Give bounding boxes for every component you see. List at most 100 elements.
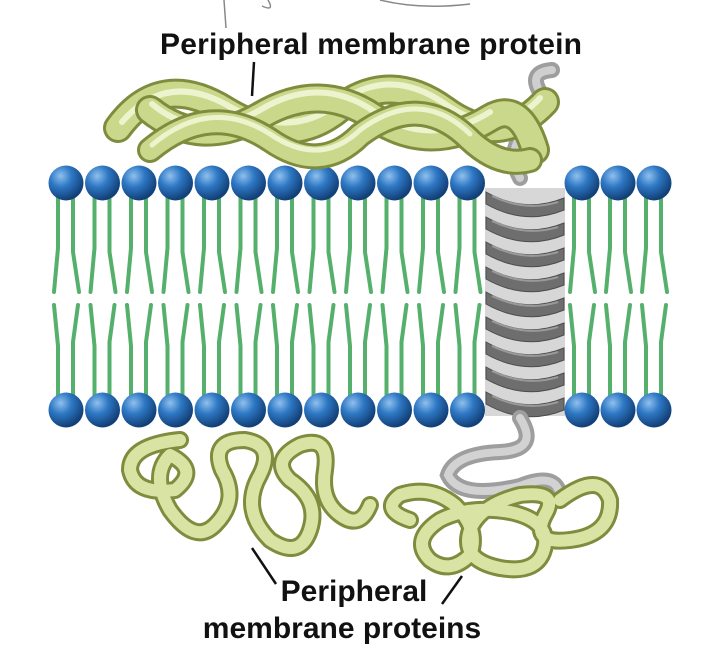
lipid-tail bbox=[217, 303, 226, 400]
integral-membrane-protein bbox=[439, 62, 568, 508]
top-protein-label: Peripheral membrane protein bbox=[160, 28, 583, 61]
lipid-head-lower bbox=[377, 392, 412, 428]
lipid-tail bbox=[217, 194, 227, 294]
lipid-head-upper bbox=[636, 165, 672, 201]
helix-highlight bbox=[491, 345, 559, 357]
lipid-tail bbox=[417, 303, 425, 400]
lipid-head-upper bbox=[304, 165, 339, 201]
lipid-tail bbox=[568, 303, 576, 400]
lipid-tail bbox=[623, 303, 632, 400]
lipid-head-upper bbox=[194, 165, 230, 201]
lipid-tail bbox=[253, 303, 263, 400]
lipid-head-lower bbox=[564, 392, 600, 428]
lipid-tail bbox=[587, 303, 596, 400]
lipid-head-upper bbox=[600, 165, 636, 201]
lipid-head-lower bbox=[450, 392, 485, 428]
helix-highlight bbox=[491, 220, 559, 232]
helix-highlight bbox=[491, 370, 559, 382]
lipid-tail bbox=[380, 303, 389, 400]
lipid-tail bbox=[71, 194, 81, 294]
pen-mark bbox=[223, 0, 471, 29]
helix-highlight bbox=[491, 295, 559, 307]
lipid-tail bbox=[623, 194, 633, 294]
lipid-tail bbox=[161, 303, 170, 400]
lipid-tail bbox=[326, 303, 336, 400]
lipid-head-lower bbox=[413, 392, 449, 428]
lipid-tail bbox=[144, 303, 153, 400]
lipid-head-lower bbox=[231, 392, 266, 428]
lipid-tail bbox=[659, 194, 669, 294]
lipid-tail bbox=[144, 194, 154, 294]
bottom-label-leader-right bbox=[440, 575, 464, 605]
lipid-tail bbox=[568, 194, 576, 294]
lipid-tail bbox=[604, 194, 612, 294]
lipid-tail bbox=[640, 303, 648, 400]
lipid-tail bbox=[234, 194, 243, 294]
lipid-tail bbox=[307, 194, 316, 294]
lipid-tail bbox=[52, 303, 60, 400]
lipid-tail bbox=[436, 303, 445, 400]
helix-highlight bbox=[491, 320, 559, 332]
lipid-tail bbox=[71, 303, 80, 400]
lipid-tail bbox=[161, 194, 170, 294]
lipid-head-lower bbox=[121, 392, 157, 428]
lipid-tail bbox=[198, 303, 206, 400]
lipid-head-upper bbox=[231, 165, 266, 201]
lipid-tail bbox=[344, 194, 352, 294]
lipid-head-upper bbox=[450, 165, 485, 201]
lipid-tail bbox=[253, 194, 264, 294]
lipid-tail bbox=[290, 303, 299, 400]
lipid-head-upper bbox=[340, 165, 376, 201]
lipid-tail bbox=[107, 194, 118, 294]
lipid-tails bbox=[52, 194, 669, 400]
bottom-label-leader-left bbox=[250, 547, 278, 585]
lipid-head-upper bbox=[267, 165, 303, 201]
peripheral-protein-bottom-right bbox=[383, 476, 620, 579]
lipid-heads bbox=[48, 165, 672, 428]
lipid-head-lower bbox=[85, 392, 120, 428]
lipid-head-lower bbox=[340, 392, 376, 428]
lipid-tail bbox=[52, 194, 60, 294]
lipid-tail bbox=[344, 303, 352, 400]
lipid-tail bbox=[399, 303, 409, 400]
top-label-leader bbox=[250, 61, 256, 97]
lipid-tail bbox=[234, 303, 243, 400]
lipid-tail bbox=[472, 194, 483, 294]
lipid-tail bbox=[472, 303, 482, 400]
lipid-tail bbox=[107, 303, 117, 400]
lipid-tail bbox=[125, 303, 133, 400]
lipid-tail bbox=[436, 194, 446, 294]
lipid-tail bbox=[640, 194, 648, 294]
helix-highlight bbox=[491, 245, 559, 257]
lipid-head-upper bbox=[85, 165, 120, 201]
bottom-proteins-label-line1: Peripheral bbox=[280, 575, 428, 608]
lipid-tail bbox=[198, 194, 206, 294]
helix-highlight bbox=[491, 270, 559, 282]
lipid-head-lower bbox=[158, 392, 193, 428]
peripheral-protein-bottom-left bbox=[121, 431, 379, 557]
lipid-tail bbox=[659, 303, 668, 400]
lipid-tail bbox=[180, 194, 191, 294]
lipid-tail bbox=[180, 303, 190, 400]
peripheral-protein-top bbox=[103, 74, 560, 175]
lipid-head-lower bbox=[48, 392, 84, 428]
lipid-tail bbox=[363, 194, 373, 294]
lipid-head-lower bbox=[267, 392, 303, 428]
lipid-tail bbox=[453, 194, 462, 294]
lipid-head-lower bbox=[600, 392, 636, 428]
lipid-tail bbox=[290, 194, 300, 294]
lipid-tail bbox=[363, 303, 372, 400]
lipid-tail bbox=[307, 303, 316, 400]
lipid-tail bbox=[399, 194, 410, 294]
lipid-head-lower bbox=[304, 392, 339, 428]
lipid-head-upper bbox=[413, 165, 449, 201]
lipid-head-upper bbox=[158, 165, 193, 201]
lipid-tail bbox=[453, 303, 462, 400]
lipid-tail bbox=[88, 194, 97, 294]
lipid-head-lower bbox=[194, 392, 230, 428]
lipid-tail bbox=[380, 194, 389, 294]
lipid-head-upper bbox=[564, 165, 600, 201]
lipid-tail bbox=[125, 194, 133, 294]
helix-highlight bbox=[491, 195, 559, 207]
